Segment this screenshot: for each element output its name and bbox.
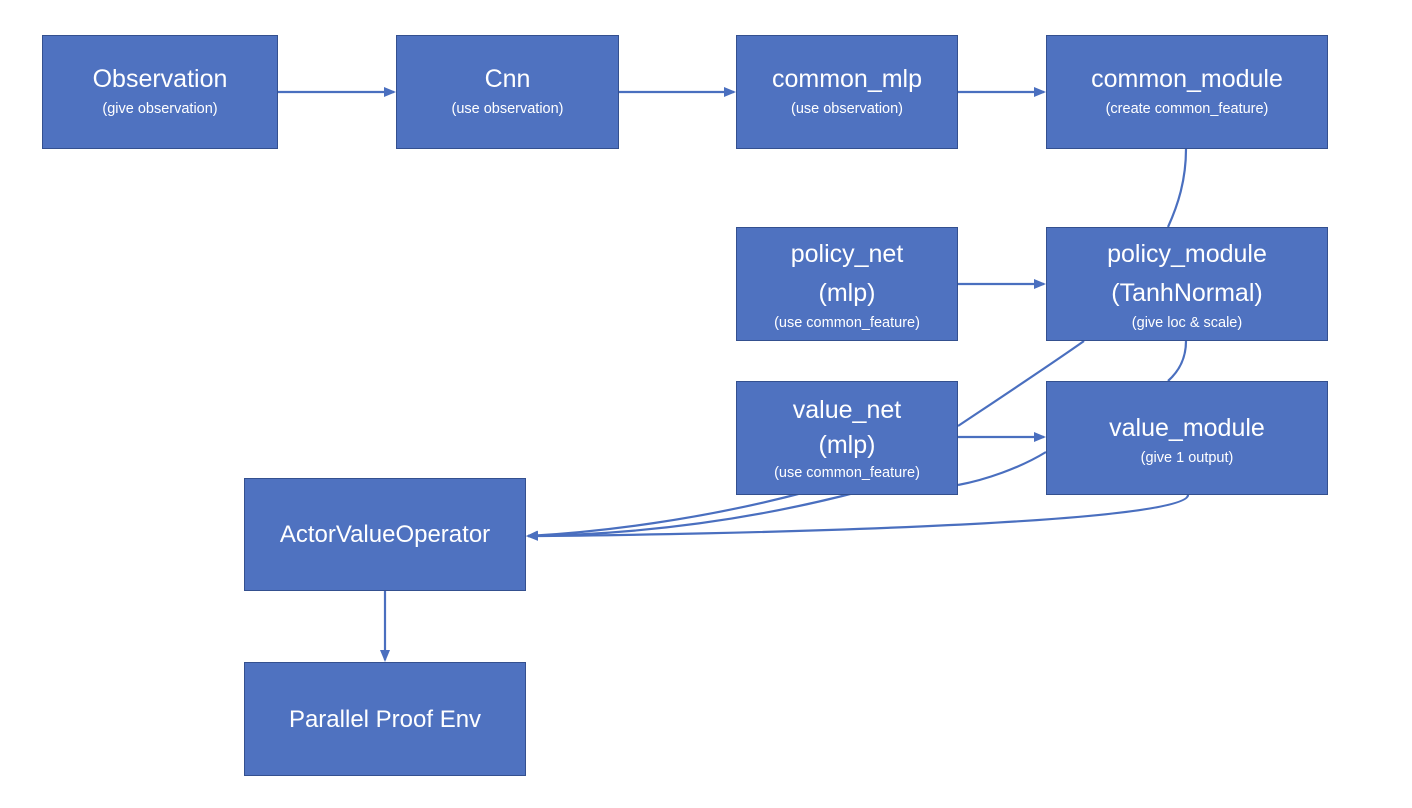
node-title: Parallel Proof Env [288,705,482,733]
node-subtitle: (give loc & scale) [1131,315,1243,331]
node-title: value_module [1109,413,1265,442]
policy-net-node: policy_net (mlp) (use common_feature) [736,227,958,341]
value-net-node: value_net (mlp) (use common_feature) [736,381,958,495]
actor-value-operator-node: ActorValueOperator [244,478,526,591]
node-subtitle: (use common_feature) [774,315,920,331]
edge-policy-module-to-value-net [957,340,1085,427]
node-title-line2: (mlp) [818,431,876,459]
node-title: value_net [792,396,902,424]
policy-module-node: policy_module (TanhNormal) (give loc & s… [1046,227,1328,341]
node-title: common_module [1091,64,1283,93]
parallel-proof-env-node: Parallel Proof Env [244,662,526,776]
edge-policy-module-to-value-module [1167,340,1188,382]
edge-value-module-to-avo [526,494,1190,541]
node-title: common_mlp [771,64,923,93]
node-title: ActorValueOperator [279,521,491,548]
node-title-line2: (mlp) [818,279,876,307]
edge-common-module-to-policy-module [1166,148,1188,228]
node-subtitle: (give 1 output) [1140,449,1234,466]
node-title-line2: (TanhNormal) [1111,279,1263,307]
node-title: Observation [92,64,228,93]
node-title: policy_net [790,240,904,268]
node-title: policy_module [1107,240,1267,268]
node-subtitle: (use observation) [451,100,564,117]
node-title: Cnn [484,64,531,93]
node-subtitle: (use observation) [790,100,904,117]
node-subtitle: (create common_feature) [1105,100,1269,117]
edge-value-net-bottom-to-avo [527,490,859,538]
node-subtitle: (give observation) [102,100,218,117]
observation-node: Observation (give observation) [42,35,278,149]
cnn-node: Cnn (use observation) [396,35,619,149]
edge-value-module-to-value-net [957,451,1047,487]
common-module-node: common_module (create common_feature) [1046,35,1328,149]
value-module-node: value_module (give 1 output) [1046,381,1328,495]
common-mlp-node: common_mlp (use observation) [736,35,958,149]
edge-value-net-to-avo [526,490,807,541]
node-subtitle: (use common_feature) [774,465,920,481]
